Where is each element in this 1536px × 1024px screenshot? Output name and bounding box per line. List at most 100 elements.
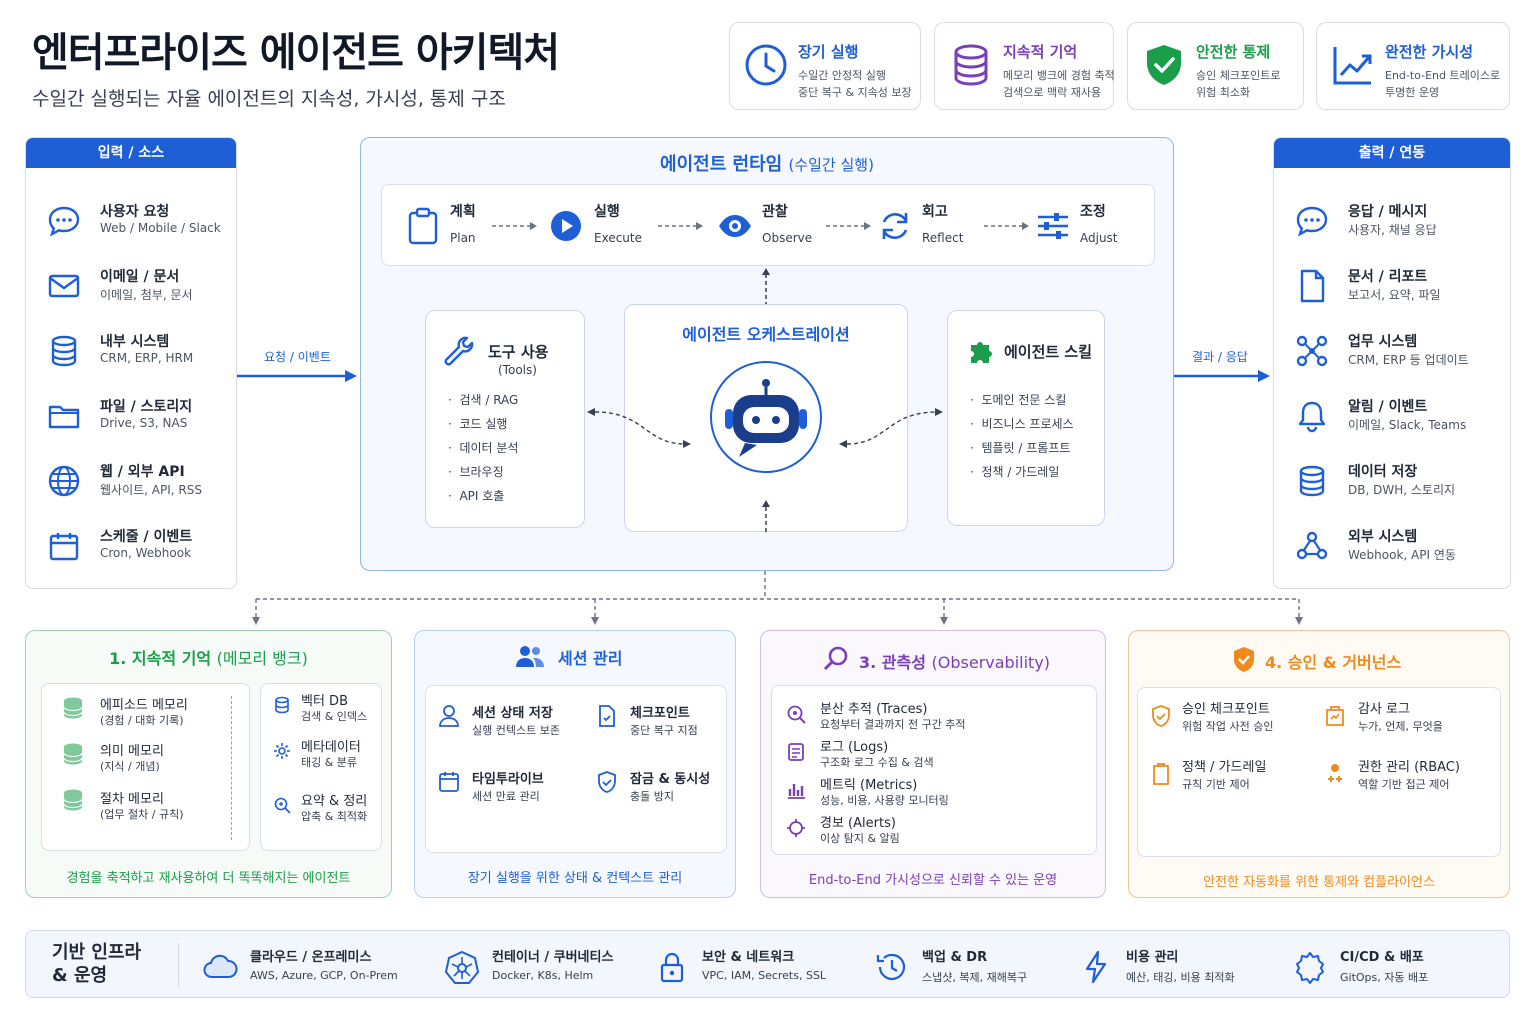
skills-connector	[839, 408, 943, 448]
chat-icon	[1296, 206, 1328, 237]
tool-item: · 코드 실행	[448, 417, 508, 431]
request-arrow	[237, 370, 357, 382]
output-item: 응답 / 메시지 사용자, 채널 응답	[1274, 195, 1486, 251]
users-icon	[516, 646, 544, 667]
agent-runtime-panel: 에이전트 런타임 (수일간 실행) 계획 Plan 실행 Execute 관찰 …	[360, 137, 1174, 571]
stack-icon	[63, 789, 83, 811]
stack-icon	[63, 697, 83, 719]
wrench-icon	[444, 336, 474, 366]
page-subtitle: 수일간 실행되는 자율 에이전트의 지속성, 가시성, 통제 구조	[32, 88, 506, 110]
infra-title: 기반 인프라& 운영	[52, 942, 142, 986]
trend-chart-icon	[1333, 47, 1372, 85]
memory-types-box: 에피소드 메모리 (경험 / 대화 기록) 의미 메모리 (지식 / 개념) 절…	[41, 683, 250, 851]
skill-item: · 도메인 전문 스킬	[970, 393, 1067, 407]
alert-icon	[787, 819, 805, 837]
output-panel-header: 출력 / 연동	[1274, 138, 1510, 168]
loop-connector-arrow	[762, 268, 770, 306]
trace-search-icon	[787, 705, 806, 724]
tool-item: · API 호출	[448, 489, 505, 503]
observability-items-box: 분산 추적 (Traces) 요청부터 결과까지 전 구간 추적 로그 (Log…	[771, 685, 1097, 855]
kubernetes-icon	[444, 950, 480, 984]
document-icon	[1300, 269, 1325, 303]
webhook-icon	[1296, 531, 1328, 560]
output-item: 알림 / 이벤트 이메일, Slack, Teams	[1274, 390, 1486, 446]
audit-log-icon	[1326, 706, 1344, 726]
observability-module: 3. 관측성 (Observability) 분산 추적 (Traces) 요청…	[760, 630, 1106, 898]
memory-store-box: 벡터 DB 검색 & 인덱스 메타데이터 태깅 & 분류 요약 & 정리 압축 …	[260, 683, 382, 851]
rbac-icon	[1328, 764, 1342, 782]
session-items-box: 세션 상태 저장 실행 컨텍스트 보존 체크포인트 중단 복구 지점 타임투라이…	[425, 685, 727, 853]
tools-box: 도구 사용 (Tools) · 검색 / RAG · 코드 실행 · 데이터 분…	[425, 310, 585, 528]
loop-arrow	[658, 222, 703, 230]
session-module-title: 세션 관리	[558, 649, 623, 668]
metrics-icon	[788, 784, 805, 799]
runtime-title: 에이전트 런타임 (수일간 실행)	[660, 154, 874, 175]
input-panel: 입력 / 소스 사용자 요청 Web / Mobile / Slack 이메일 …	[25, 137, 237, 589]
log-icon	[788, 743, 804, 761]
output-item: 업무 시스템 CRM, ERP 등 업데이트	[1274, 325, 1486, 381]
play-icon	[551, 211, 581, 241]
memory-module: 1. 지속적 기억 (메모리 뱅크) 에피소드 메모리 (경험 / 대화 기록)…	[25, 630, 392, 898]
user-save-icon	[439, 705, 459, 727]
database-icon	[1299, 465, 1325, 497]
governance-items-box: 승인 체크포인트 위험 작업 사전 승인 감사 로그 누가, 언제, 무엇을 정…	[1137, 687, 1501, 857]
memory-module-footer: 경험을 축적하고 재사용하여 더 똑똑해지는 에이전트	[66, 871, 351, 886]
observability-module-title: 3. 관측성 (Observability)	[859, 653, 1051, 672]
session-module-footer: 장기 실행을 위한 상태 & 컨텍스트 관리	[467, 871, 683, 886]
lock-shield-icon	[598, 771, 616, 793]
output-item: 외부 시스템 Webhook, API 연동	[1274, 520, 1486, 576]
session-module: 세션 관리 세션 상태 저장 실행 컨텍스트 보존 체크포인트 중단 복구 지점…	[414, 630, 736, 898]
feature-title: 장기 실행	[798, 43, 859, 61]
mail-icon	[48, 274, 80, 298]
orchestration-up-arrow	[762, 500, 770, 532]
clipboard-icon	[408, 207, 438, 245]
folder-icon	[48, 405, 80, 429]
input-item: 스케줄 / 이벤트 Cron, Webhook	[26, 520, 236, 576]
gear-icon	[1296, 952, 1324, 984]
governance-module-title: 4. 승인 & 거버넌스	[1265, 653, 1402, 672]
input-item: 웹 / 외부 API 웹사이트, API, RSS	[26, 455, 236, 511]
shield-check-icon	[1147, 45, 1181, 85]
tools-connector	[587, 408, 691, 448]
loop-arrow	[492, 222, 537, 230]
input-item: 파일 / 스토리지 Drive, S3, NAS	[26, 390, 236, 446]
tool-item: · 브라우징	[448, 465, 504, 479]
checkpoint-file-icon	[599, 705, 615, 727]
output-panel: 출력 / 연동 응답 / 메시지 사용자, 채널 응답 문서 / 리포트 보고서…	[1273, 137, 1511, 589]
lightning-icon	[1085, 950, 1107, 984]
result-flow-label: 결과 / 응답	[1192, 350, 1248, 364]
skill-item: · 비즈니스 프로세스	[970, 417, 1074, 431]
skill-item: · 정책 / 가드레일	[970, 465, 1060, 479]
request-flow-label: 요청 / 이벤트	[264, 350, 331, 364]
tool-item: · 데이터 분석	[448, 441, 519, 455]
governance-module-footer: 안전한 자동화를 위한 통제와 컴플라이언스	[1203, 875, 1435, 890]
input-item: 사용자 요청 Web / Mobile / Slack	[26, 195, 236, 251]
refresh-icon	[882, 212, 908, 240]
eye-icon	[719, 215, 751, 237]
timer-icon	[439, 772, 459, 792]
module-distribution-connector	[252, 571, 1303, 625]
magnifier-icon	[823, 646, 848, 671]
approval-shield-icon	[1152, 705, 1170, 727]
cloud-icon	[203, 954, 238, 978]
observability-module-footer: End-to-End 가시성으로 신뢰할 수 있는 운영	[808, 873, 1058, 888]
backup-icon	[876, 953, 906, 980]
tool-item: · 검색 / RAG	[448, 393, 519, 407]
globe-icon	[48, 465, 80, 497]
divider	[178, 943, 179, 987]
calendar-icon	[49, 533, 79, 561]
skill-item: · 템플릿 / 프롬프트	[970, 441, 1071, 455]
bell-icon	[1298, 401, 1326, 433]
puzzle-icon	[971, 342, 992, 363]
tag-icon	[274, 743, 290, 759]
chat-icon	[48, 206, 80, 237]
result-arrow	[1174, 370, 1270, 382]
output-item: 문서 / 리포트 보고서, 요약, 파일	[1274, 260, 1486, 316]
output-item: 데이터 저장 DB, DWH, 스토리지	[1274, 455, 1486, 511]
